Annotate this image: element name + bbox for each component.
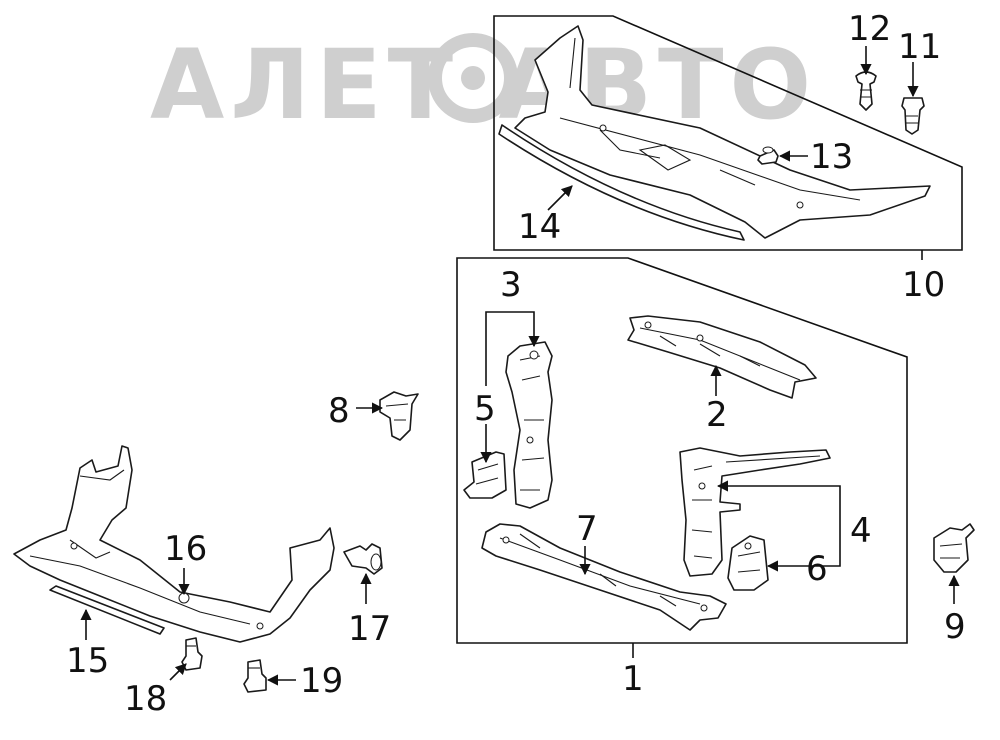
part-2-upper-bulkhead [627, 315, 817, 399]
group-box-1 [456, 257, 908, 644]
part-8-bracket [379, 391, 419, 441]
part-13-nut [757, 146, 779, 165]
part-6-right-bracket [727, 535, 769, 591]
part-14-seal [498, 124, 745, 241]
callout-13: 13 [810, 137, 853, 177]
callout-11: 11 [898, 27, 941, 67]
part-7-lower-bulkhead [481, 523, 727, 631]
leader-14 [547, 185, 573, 211]
callout-1: 1 [622, 659, 644, 699]
watermark-gear-icon [428, 33, 518, 123]
group-box-10 [493, 15, 963, 251]
part-16-splash-shield [13, 445, 335, 643]
part-3-left-pillar [505, 341, 553, 509]
callout-17: 17 [348, 609, 391, 649]
callout-6: 6 [806, 549, 828, 589]
part-10-upper-cover [514, 25, 931, 239]
part-12-clip [855, 71, 877, 111]
callout-15: 15 [66, 641, 109, 681]
callout-12: 12 [848, 9, 891, 49]
part-18-bolt [181, 637, 203, 671]
callout-2: 2 [706, 395, 728, 435]
part-15-strip [49, 585, 165, 635]
part-19-bolt [243, 659, 267, 693]
callout-7: 7 [576, 509, 598, 549]
part-4-right-pillar [679, 447, 831, 577]
callout-5: 5 [474, 389, 496, 429]
callout-3: 3 [500, 265, 522, 305]
leader-4 [716, 480, 841, 528]
part-11-bolt [901, 97, 925, 135]
callout-10: 10 [902, 265, 945, 305]
callout-18: 18 [124, 679, 167, 719]
callout-8: 8 [328, 391, 350, 431]
leader-3 [485, 311, 540, 386]
part-17-clip [343, 543, 383, 575]
leader-18 [169, 663, 187, 681]
leader-lines [80, 46, 960, 686]
callout-19: 19 [300, 661, 343, 701]
callout-labels: 12 11 13 14 10 3 5 2 4 6 7 1 8 9 16 17 1… [66, 9, 966, 719]
callout-14: 14 [518, 207, 561, 247]
part-9-side-bracket [933, 523, 975, 573]
callout-9: 9 [944, 607, 966, 647]
callout-4: 4 [850, 511, 872, 551]
watermark: АЛЕТ АВТО [150, 29, 811, 141]
leader-6 [766, 528, 841, 572]
part-5-left-bracket [463, 451, 507, 499]
callout-16: 16 [164, 529, 207, 569]
